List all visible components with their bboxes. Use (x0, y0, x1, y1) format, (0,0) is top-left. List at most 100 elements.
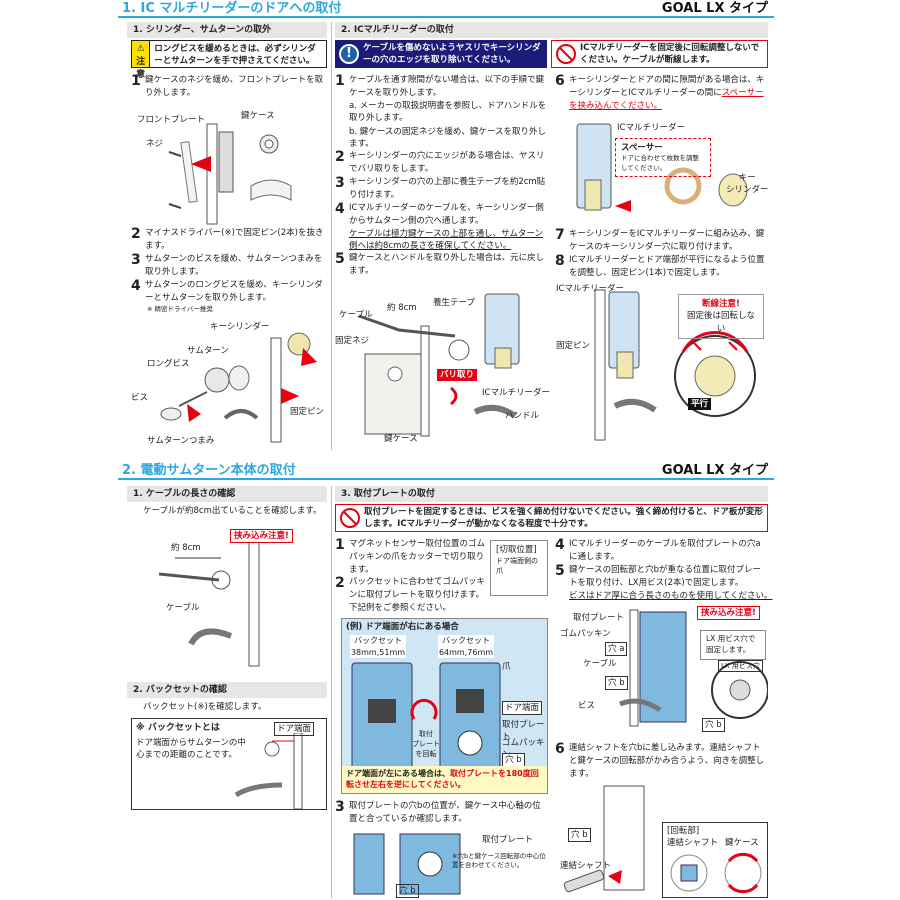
label-long-screw: ロングビス (147, 359, 190, 369)
divider (331, 22, 332, 450)
exclamation-icon: ! (339, 44, 359, 64)
label-fixing-pin-2: 固定ピン (556, 341, 591, 351)
p3-text: ケーブルが約8cm出ていることを確認します。 (143, 506, 322, 516)
prohibition-box: ICマルチリーダーを固定後に回転調整しないでください。ケーブルが断線します。 (551, 40, 768, 68)
backset-box: ※ バックセットとは ドア端面からサムターンの中心までの距離のことです。 ドア端… (131, 718, 327, 810)
divider-2 (331, 486, 332, 898)
label-plate-5: 取付プレート (573, 613, 625, 623)
spacer-callout: スペーサー ドアに合わせて枚数を調整してください。 (615, 138, 711, 178)
cut-position-box: [切取位置] ドア端面側の爪 (490, 540, 548, 596)
panel1-title: 1. シリンダー、サムターンの取外 (127, 22, 327, 38)
label-lock-case: 鍵ケース (241, 111, 275, 121)
label-key-cylinder: キーシリンダー (210, 322, 270, 332)
p4-text: バックセット(※)を確認します。 (143, 702, 267, 712)
lx-hole-callout: LX 用ビス穴で固定します。 (700, 630, 766, 660)
p2-step1a: a. メーカーの取扱説明書を参照し、ドアハンドルを取り外します。 (349, 101, 547, 124)
label-ic-reader-3: ICマルチリーダー (556, 284, 624, 294)
label-hole-b-4: 穴 b (702, 718, 725, 733)
label-packing-2: ゴムパッキン (560, 629, 611, 639)
shaft-illustration (563, 785, 645, 893)
section2-type: GOAL LX タイプ (661, 463, 768, 478)
label-screw: ネジ (146, 139, 164, 149)
caution-box: ⚠注意 ロングビスを緩めるときは、必ずシリンダーとサムターンを手で押さえてくださ… (131, 40, 327, 80)
cable-routing-illustration (358, 293, 520, 437)
label-ic-reader: ICマルチリーダー (482, 388, 550, 398)
label-lx-hole: LX 用ビス穴 (718, 660, 763, 673)
panel5-title: 3. 取付プレートの取付 (335, 486, 768, 502)
label-curing-tape: 養生テープ (433, 298, 475, 308)
label-key-cylinder-2: キー シリンダー (726, 173, 769, 196)
caution-tag: ⚠注意 (132, 41, 151, 80)
label-bis: ビス (131, 393, 149, 403)
parallel-adjust-illustration (594, 289, 756, 441)
prohibition-icon-2 (340, 508, 360, 528)
label-hole-a: 穴 a (605, 642, 628, 657)
label-plate-note: ※穴bと鍵ケース回転部の中心位置を合わせてください。 (452, 852, 546, 870)
disconnect-callout: 断線注意! 固定後は回転しない (678, 294, 764, 339)
label-fixing-screw: 固定ネジ (335, 336, 370, 346)
label-plate-4: 取付プレート (482, 835, 534, 845)
label-lock-case-2: 鍵ケース (384, 434, 418, 444)
label-hole-b-2: 穴 b (396, 884, 419, 899)
panel2-title: 2. ICマルチリーダーの取付 (335, 22, 768, 38)
label-pinch-warning-2: 挟み込み注意! (697, 606, 760, 621)
label-8cm: 約 8cm (387, 303, 417, 313)
spacer-illustration (576, 123, 748, 212)
cable-length-illustration (158, 529, 260, 667)
label-pinch-warning: 挟み込み注意! (230, 529, 293, 544)
label-hole-b-5: 穴 b (568, 828, 591, 843)
label-cable-3: ケーブル (583, 659, 617, 669)
section1-title: 1. IC マルチリーダーのドアへの取付 (118, 0, 774, 18)
notice-box: ! ケーブルを傷めないようヤスリでキーシリンダーの穴のエッジを取り除いてください… (335, 40, 547, 68)
thumbturn-illustration (160, 332, 317, 443)
driver-note: ※ 精密ドライバー推奨 (147, 305, 213, 313)
label-shaft: 連結シャフト (560, 861, 612, 871)
prohibition-box-2: 取付プレートを固定するときは、ビスを強く締め付けないでください。強く締め付けると… (335, 504, 768, 532)
label-cable-2: ケーブル (166, 603, 200, 613)
label-parallel: 平行 (688, 398, 712, 411)
p5-step5-warning: ビスはドア厚に合う長さのものを使用してください。 (569, 591, 773, 601)
label-thumbturn-knob: サムターンつまみ (147, 436, 215, 446)
label-thumbturn: サムターン (187, 346, 229, 356)
panel3-title: 1. ケーブルの長さの確認 (127, 486, 327, 502)
plate-mount-illustration (619, 609, 768, 727)
label-ic-reader-2: ICマルチリーダー (617, 123, 685, 133)
caution-text: ロングビスを緩めるときは、必ずシリンダーとサムターンを手で押さえてください。 (154, 44, 316, 67)
label-bis-2: ビス (578, 701, 596, 711)
label-fixing-pin: 固定ピン (290, 407, 325, 417)
label-cable: ケーブル (339, 310, 373, 320)
label-front-plate: フロントプレート (137, 115, 206, 125)
backset-38-51: バックセット 38mm,51mm (350, 635, 406, 659)
rotation-box: [回転部] 連結シャフト 鍵ケース (662, 822, 768, 898)
section1-type: GOAL LX タイプ (661, 1, 768, 16)
label-hole-b-3: 穴 b (605, 676, 628, 691)
cylinder-illustration (168, 123, 292, 225)
panel4-title: 2. バックセットの確認 (127, 682, 327, 698)
label-8cm-2: 約 8cm (171, 543, 201, 553)
p2-step1b: b. 鍵ケースの固定ネジを緩め、鍵ケースを取り外します。 (349, 127, 546, 150)
label-deburr: バリ取り (437, 369, 478, 382)
label-handle: ハンドル (505, 411, 540, 421)
backset-64-76: バックセット 64mm,76mm (438, 635, 494, 659)
example-box: (例) ドア端面が右にある場合 バックセット 38mm,51mm バックセット … (341, 618, 548, 794)
prohibition-icon (556, 44, 576, 64)
